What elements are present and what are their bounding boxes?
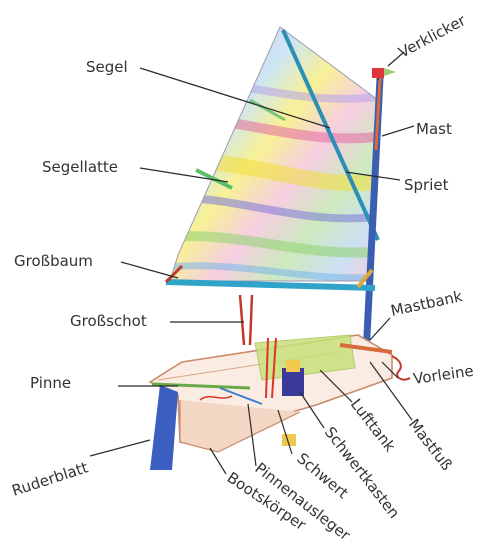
grossschot [240,295,252,345]
label-verklicker: Verklicker [395,11,469,62]
label-mastfuss: Mastfuß [405,415,456,473]
label-lufttank: Lufttank [347,395,399,455]
label-ruderblatt: Ruderblatt [10,458,91,500]
label-grossschot: Großschot [70,312,147,330]
label-mastbank: Mastbank [389,287,464,320]
verklicker [372,68,396,80]
grossbaum [166,282,375,288]
label-mast: Mast [416,120,452,138]
label-segel: Segel [86,58,128,76]
label-spriet: Spriet [404,176,449,194]
label-grossbaum: Großbaum [14,252,93,270]
label-segellatte: Segellatte [42,158,118,176]
label-pinne: Pinne [30,374,71,392]
vorleine [392,356,410,380]
sail [160,27,390,281]
ruderblatt [150,385,178,470]
schwertkasten [282,368,304,396]
label-vorleine: Vorleine [412,362,475,388]
